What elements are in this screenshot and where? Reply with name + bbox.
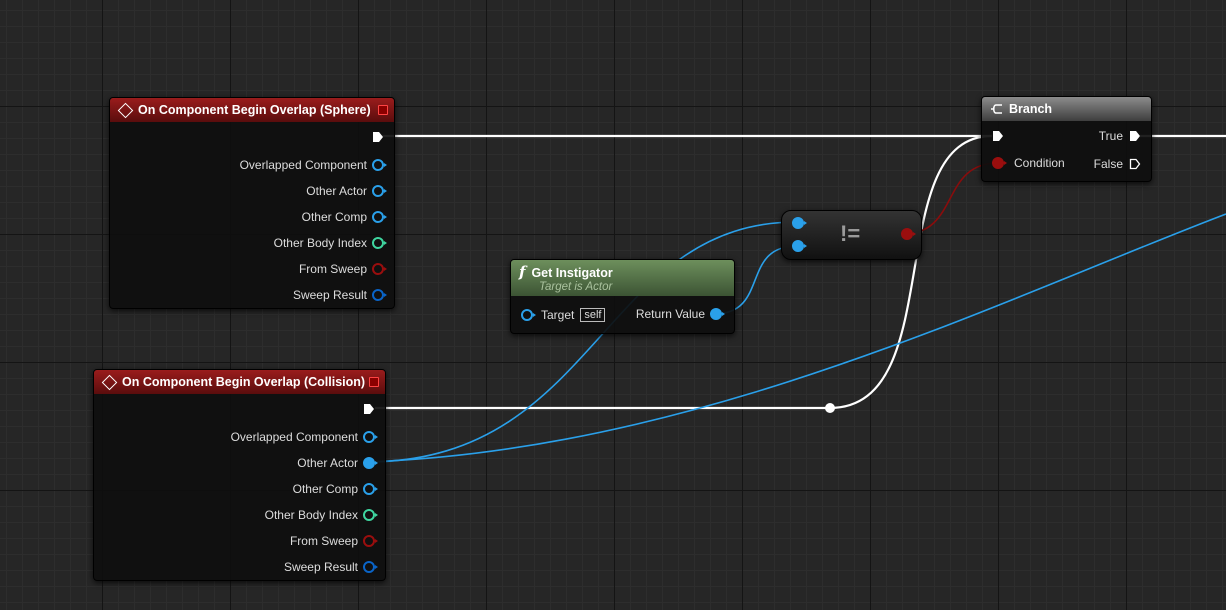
- pin-return-value[interactable]: Return Value: [635, 307, 725, 321]
- int-pin-icon: [372, 237, 387, 249]
- event-node-sphere[interactable]: On Component Begin Overlap (Sphere) Over…: [109, 97, 395, 309]
- exec-arrow-icon: [373, 132, 383, 142]
- object-pin-connected-icon: [792, 240, 807, 252]
- pin-label: Sweep Result: [283, 560, 358, 574]
- branch-header[interactable]: Branch: [982, 97, 1151, 121]
- struct-pin-icon: [372, 289, 387, 301]
- object-wire-other-actor-to-notequal: [365, 221, 798, 463]
- pin-sweep-result[interactable]: Sweep Result: [283, 560, 378, 574]
- pin-other-comp[interactable]: Other Comp: [292, 482, 378, 496]
- pin-other-actor[interactable]: Other Actor: [297, 456, 378, 470]
- event-diamond-icon: [117, 102, 134, 118]
- pin-a[interactable]: [792, 217, 807, 229]
- event-node-sphere-title: On Component Begin Overlap (Sphere): [138, 103, 371, 117]
- exec-arrow-icon: [993, 131, 1003, 141]
- exec-arrow-outline-icon: [1129, 158, 1141, 170]
- exec-in-pin[interactable]: [992, 130, 1004, 142]
- get-instigator-subtitle: Target is Actor: [539, 281, 613, 293]
- object-pin-connected-icon: [792, 217, 807, 229]
- int-pin-icon: [363, 509, 378, 521]
- pin-other-body-index[interactable]: Other Body Index: [264, 508, 378, 522]
- event-node-sphere-header[interactable]: On Component Begin Overlap (Sphere): [110, 98, 394, 122]
- exec-wire-collision-to-branch: [375, 134, 993, 410]
- branch-icon: [991, 104, 1002, 114]
- event-node-collision-title: On Component Begin Overlap (Collision): [122, 375, 366, 389]
- delegate-square-icon: [369, 377, 379, 387]
- bool-pin-icon: [363, 535, 378, 547]
- object-pin-connected-icon: [363, 457, 378, 469]
- pin-label: Overlapped Component: [239, 158, 367, 172]
- branch-title: Branch: [1009, 102, 1053, 116]
- pin-label: Other Body Index: [273, 236, 367, 250]
- pin-b[interactable]: [792, 240, 807, 252]
- pin-label: Overlapped Component: [230, 430, 358, 444]
- object-pin-icon: [372, 159, 387, 171]
- pin-label: Other Comp: [301, 210, 367, 224]
- delegate-square-icon: [378, 105, 388, 115]
- pin-other-actor[interactable]: Other Actor: [306, 184, 387, 198]
- object-wire-other-actor-offscreen: [365, 213, 1226, 463]
- pin-label: Sweep Result: [292, 288, 367, 302]
- object-pin-icon: [372, 211, 387, 223]
- pin-true[interactable]: True: [1099, 129, 1141, 143]
- pin-label: True: [1098, 129, 1123, 143]
- object-pin-connected-icon: [710, 308, 725, 320]
- get-instigator-header[interactable]: f Get Instigator Target is Actor: [511, 260, 734, 296]
- pin-label: From Sweep: [298, 262, 367, 276]
- pin-label: Other Actor: [297, 456, 358, 470]
- pin-label: Condition: [1014, 156, 1065, 170]
- object-pin-icon: [521, 309, 536, 321]
- pin-label: Other Body Index: [264, 508, 358, 522]
- pin-label: Return Value: [635, 307, 705, 321]
- event-diamond-icon: [101, 374, 118, 390]
- pin-result[interactable]: [896, 228, 916, 240]
- pin-sweep-result[interactable]: Sweep Result: [292, 288, 387, 302]
- bool-pin-connected-icon: [901, 228, 916, 240]
- pin-from-sweep[interactable]: From Sweep: [298, 262, 387, 276]
- bool-pin-connected-icon: [992, 157, 1007, 169]
- event-node-collision[interactable]: On Component Begin Overlap (Collision) O…: [93, 369, 386, 581]
- exec-out-pin[interactable]: [363, 403, 375, 415]
- pin-other-body-index[interactable]: Other Body Index: [273, 236, 387, 250]
- get-instigator-title: Get Instigator: [531, 266, 613, 280]
- pin-from-sweep[interactable]: From Sweep: [289, 534, 378, 548]
- bool-pin-icon: [372, 263, 387, 275]
- reroute-knot[interactable]: [825, 403, 835, 413]
- exec-out-pin[interactable]: [372, 131, 384, 143]
- not-equal-symbol: !=: [840, 221, 861, 246]
- exec-arrow-icon: [364, 404, 374, 414]
- object-pin-icon: [363, 431, 378, 443]
- target-default-self[interactable]: self: [580, 308, 606, 322]
- branch-node[interactable]: Branch Condition True False: [981, 96, 1152, 182]
- not-equal-node[interactable]: !=: [781, 210, 922, 260]
- pin-label: From Sweep: [289, 534, 358, 548]
- function-icon: f: [519, 263, 526, 281]
- object-pin-icon: [372, 185, 387, 197]
- pin-label: Other Comp: [292, 482, 358, 496]
- pin-false[interactable]: False: [1094, 157, 1141, 171]
- pin-label: Other Actor: [306, 184, 367, 198]
- object-pin-icon: [363, 483, 378, 495]
- get-instigator-node[interactable]: f Get Instigator Target is Actor Target s…: [510, 259, 735, 334]
- struct-pin-icon: [363, 561, 378, 573]
- event-node-collision-header[interactable]: On Component Begin Overlap (Collision): [94, 370, 385, 394]
- pin-label: Target: [541, 308, 575, 322]
- exec-arrow-icon: [1130, 131, 1140, 141]
- pin-other-comp[interactable]: Other Comp: [301, 210, 387, 224]
- pin-overlapped-component[interactable]: Overlapped Component: [230, 430, 378, 444]
- pin-target[interactable]: Target self: [521, 308, 606, 322]
- pin-condition[interactable]: Condition: [992, 156, 1065, 170]
- pin-label: False: [1093, 157, 1123, 171]
- pin-overlapped-component[interactable]: Overlapped Component: [239, 158, 387, 172]
